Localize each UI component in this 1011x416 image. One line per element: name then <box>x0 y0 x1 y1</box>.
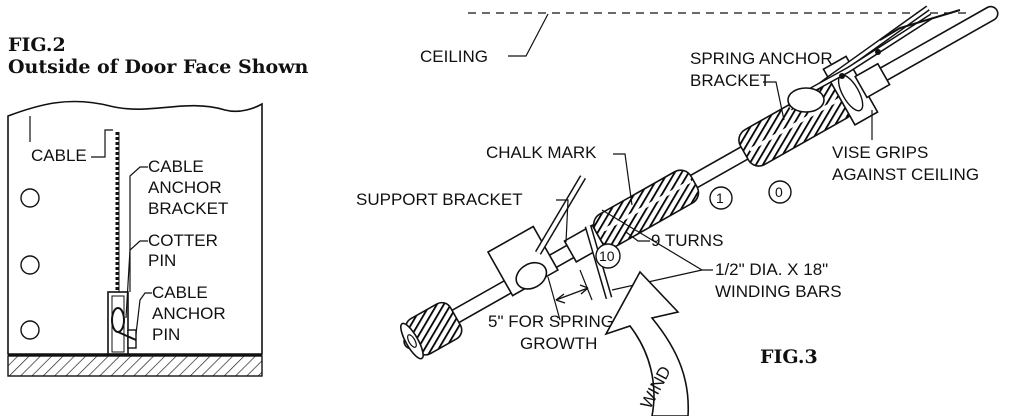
label-nine-turns: 9 TURNS <box>651 231 723 250</box>
door-hole <box>20 188 40 208</box>
marker-ten-label: 10 <box>599 248 615 264</box>
label-spring-anchor-bracket-1: SPRING ANCHOR <box>690 49 833 68</box>
marker-ten <box>595 243 621 269</box>
wind-arrow: WIND <box>604 270 690 416</box>
label-winding-bars-1: 1/2" DIA. X 18" <box>715 260 828 279</box>
marker-zero-label: 0 <box>775 184 783 200</box>
label-chalk-mark: CHALK MARK <box>486 143 597 162</box>
label-vise-grips-1: VISE GRIPS <box>832 143 928 162</box>
label-spring-growth-1: 5" FOR SPRING <box>488 312 614 331</box>
label-ceiling: CEILING <box>420 47 488 66</box>
fig2-number: FIG.2 <box>8 34 66 56</box>
label-cable-anchor-bracket-3: BRACKET <box>148 199 228 218</box>
cable-anchor-bracket <box>107 291 129 355</box>
label-cotter-pin-1: COTTER <box>148 231 218 250</box>
marker-zero <box>768 180 792 204</box>
label-cable-anchor-pin-1: CABLE <box>152 283 208 302</box>
label-cotter-pin-2: PIN <box>148 251 176 270</box>
fig2-door-drawing <box>7 100 263 377</box>
door-hole <box>20 320 40 340</box>
torsion-assembly <box>400 5 999 360</box>
marker-one <box>709 186 733 210</box>
label-cable-anchor-bracket-1: CABLE <box>148 157 204 176</box>
door-panel <box>7 100 263 355</box>
label-cable-anchor-pin-2: ANCHOR <box>152 304 226 323</box>
label-cable: CABLE <box>31 146 87 165</box>
label-spring-growth-2: GROWTH <box>520 334 597 353</box>
vise-grips <box>787 5 961 113</box>
label-support-bracket: SUPPORT BRACKET <box>356 190 523 209</box>
floor-hatch <box>7 355 263 377</box>
label-winding-bars-2: WINDING BARS <box>715 282 842 301</box>
fig3-number: FIG.3 <box>760 346 818 368</box>
label-cable-anchor-pin-3: PIN <box>152 325 180 344</box>
marker-one-label: 1 <box>716 190 724 206</box>
torsion-spring-left <box>592 169 700 248</box>
label-vise-grips-2: AGAINST CEILING <box>832 165 979 184</box>
fig2-subtitle: Outside of Door Face Shown <box>8 56 309 78</box>
label-spring-anchor-bracket-2: BRACKET <box>690 71 770 90</box>
door-hole <box>20 255 40 275</box>
label-cable-anchor-bracket-2: ANCHOR <box>148 178 222 197</box>
